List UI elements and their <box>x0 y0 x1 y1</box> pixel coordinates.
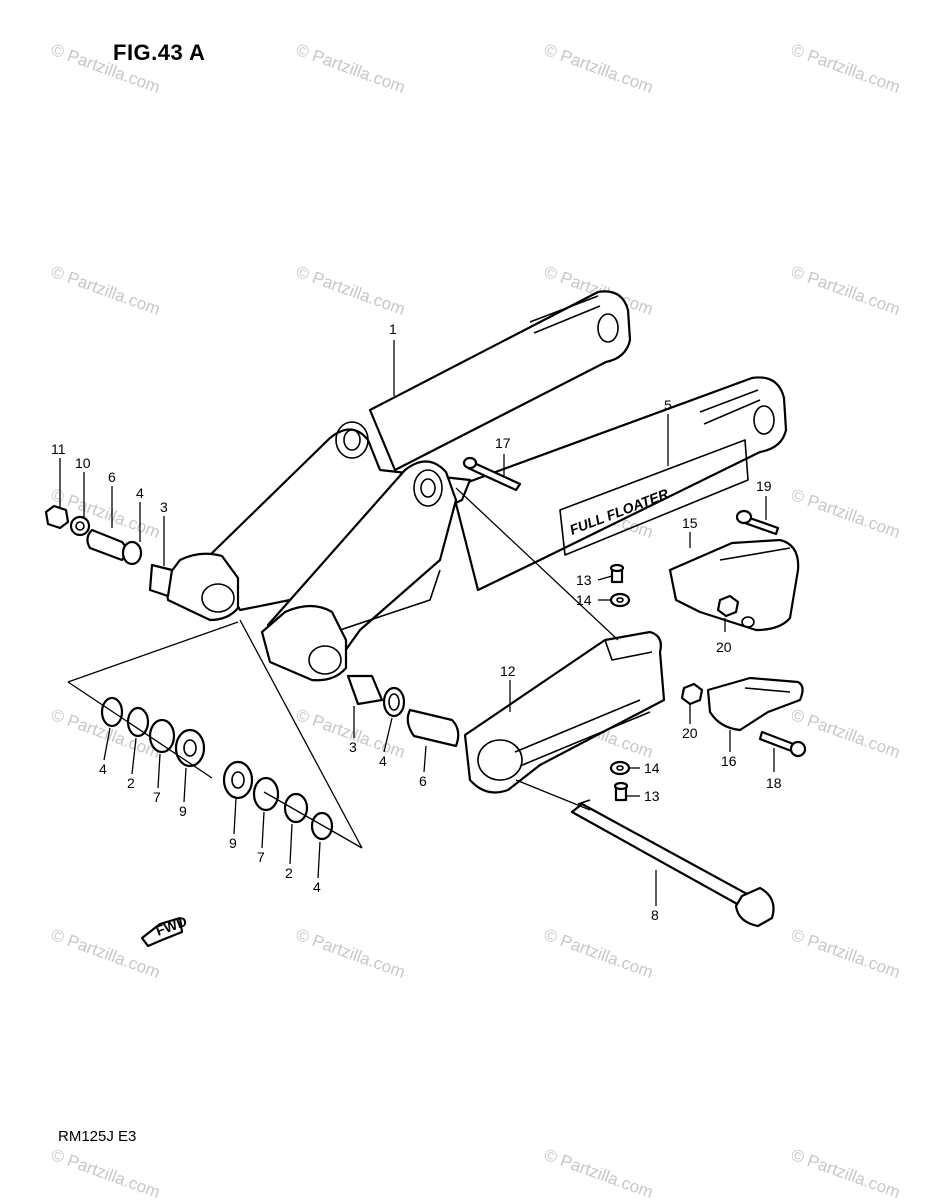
lever-bearing-set-a <box>100 696 206 768</box>
bolt-18 <box>758 730 807 758</box>
callout-13: 13 <box>644 788 660 804</box>
callout-14: 14 <box>644 760 660 776</box>
callout-6: 6 <box>419 773 427 789</box>
right-pivot-hardware <box>346 674 460 748</box>
washer-14-lower <box>609 760 631 776</box>
nut-20-lower <box>680 682 704 706</box>
callout-11: 11 <box>51 441 66 457</box>
model-code: RM125J E3 <box>58 1128 137 1145</box>
callout-15: 15 <box>682 515 698 531</box>
callout-12: 12 <box>500 663 516 679</box>
bolt-13-upper <box>609 563 625 584</box>
callout-6: 6 <box>108 469 116 485</box>
callout-3: 3 <box>349 739 357 755</box>
callout-14: 14 <box>576 592 592 608</box>
callout-19: 19 <box>756 478 772 494</box>
callout-numbers: 1 5 17 19 15 13 14 20 11 10 6 4 3 12 20 … <box>51 321 782 923</box>
callout-9: 9 <box>229 835 237 851</box>
callout-3: 3 <box>160 499 168 515</box>
callout-8: 8 <box>651 907 659 923</box>
reference-lines <box>67 487 619 849</box>
cushion-lever <box>463 630 666 794</box>
callout-20: 20 <box>682 725 698 741</box>
lever-bearing-set-b <box>222 760 334 841</box>
callout-17: 17 <box>495 435 511 451</box>
bolt-13-lower <box>613 781 629 802</box>
callout-16: 16 <box>721 753 737 769</box>
callout-1: 1 <box>389 321 397 337</box>
callout-4: 4 <box>99 761 107 777</box>
figure-title: FIG.43 A <box>113 40 206 65</box>
nut-20-upper <box>716 594 740 618</box>
callout-4: 4 <box>313 879 321 895</box>
callout-2: 2 <box>127 775 135 791</box>
swingarm: FULL FLOATER <box>163 290 788 682</box>
callout-9: 9 <box>179 803 187 819</box>
chain-buffer-15 <box>668 538 800 632</box>
left-pivot-hardware <box>44 504 174 598</box>
callout-13: 13 <box>576 572 592 588</box>
callout-4: 4 <box>379 753 387 769</box>
washer-14-upper <box>609 592 631 608</box>
callout-10: 10 <box>75 455 91 471</box>
callout-20: 20 <box>716 639 732 655</box>
callout-18: 18 <box>766 775 782 791</box>
front-arrow: FWD <box>140 913 189 948</box>
bolt-19 <box>735 509 780 536</box>
callout-leaders <box>59 340 775 906</box>
guard-16 <box>706 676 804 732</box>
callout-7: 7 <box>153 789 161 805</box>
callout-2: 2 <box>285 865 293 881</box>
pivot-shaft-8 <box>570 799 775 928</box>
callout-5: 5 <box>664 397 672 413</box>
callout-7: 7 <box>257 849 265 865</box>
callout-4: 4 <box>136 485 144 501</box>
